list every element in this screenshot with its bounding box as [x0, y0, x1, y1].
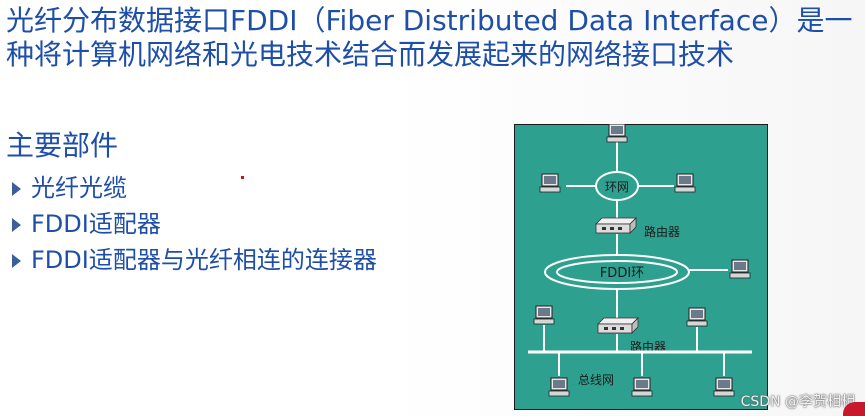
list-item-label: 光纤光缆: [31, 174, 127, 202]
fddi-ring-inner: [556, 260, 678, 284]
bus-network-label: 总线网: [578, 373, 614, 387]
router-label: 路由器: [644, 224, 680, 239]
bullet-arrow-icon: [12, 217, 21, 232]
list-item: FDDI适配器与光纤相连的连接器: [12, 242, 377, 278]
fddi-network-diagram: 环网 路由器 FDDI环 路由器 总线网: [514, 124, 768, 410]
computer-icon: [674, 173, 696, 193]
computer-icon: [548, 377, 570, 397]
page-title: 光纤分布数据接口FDDI（Fiber Distributed Data Inte…: [6, 4, 853, 71]
computer-icon: [713, 377, 735, 397]
computer-icon: [539, 173, 561, 193]
computer-icon: [729, 259, 751, 279]
ring-network-circle: [595, 171, 639, 201]
router-icon: [595, 217, 637, 234]
router-label: 路由器: [630, 339, 666, 354]
corner-avatar: [843, 402, 865, 416]
computer-icon: [533, 305, 555, 325]
list-item-label: FDDI适配器: [31, 210, 161, 238]
component-list: 光纤光缆 FDDI适配器 FDDI适配器与光纤相连的连接器: [12, 170, 377, 278]
ring-network-label: 环网: [605, 180, 629, 194]
router-icon: [597, 317, 639, 334]
list-item: FDDI适配器: [12, 206, 377, 242]
computer-icon: [631, 377, 653, 397]
list-item: 光纤光缆: [12, 170, 377, 206]
fddi-ring-label: FDDI环: [600, 266, 644, 281]
stray-dot: [241, 176, 244, 179]
computer-icon: [606, 124, 628, 143]
computer-icon: [686, 307, 708, 327]
section-heading: 主要部件: [6, 129, 119, 162]
bullet-arrow-icon: [12, 181, 21, 196]
bullet-arrow-icon: [12, 253, 21, 268]
watermark: CSDN @李贺相相: [740, 394, 855, 410]
list-item-label: FDDI适配器与光纤相连的连接器: [31, 246, 377, 274]
